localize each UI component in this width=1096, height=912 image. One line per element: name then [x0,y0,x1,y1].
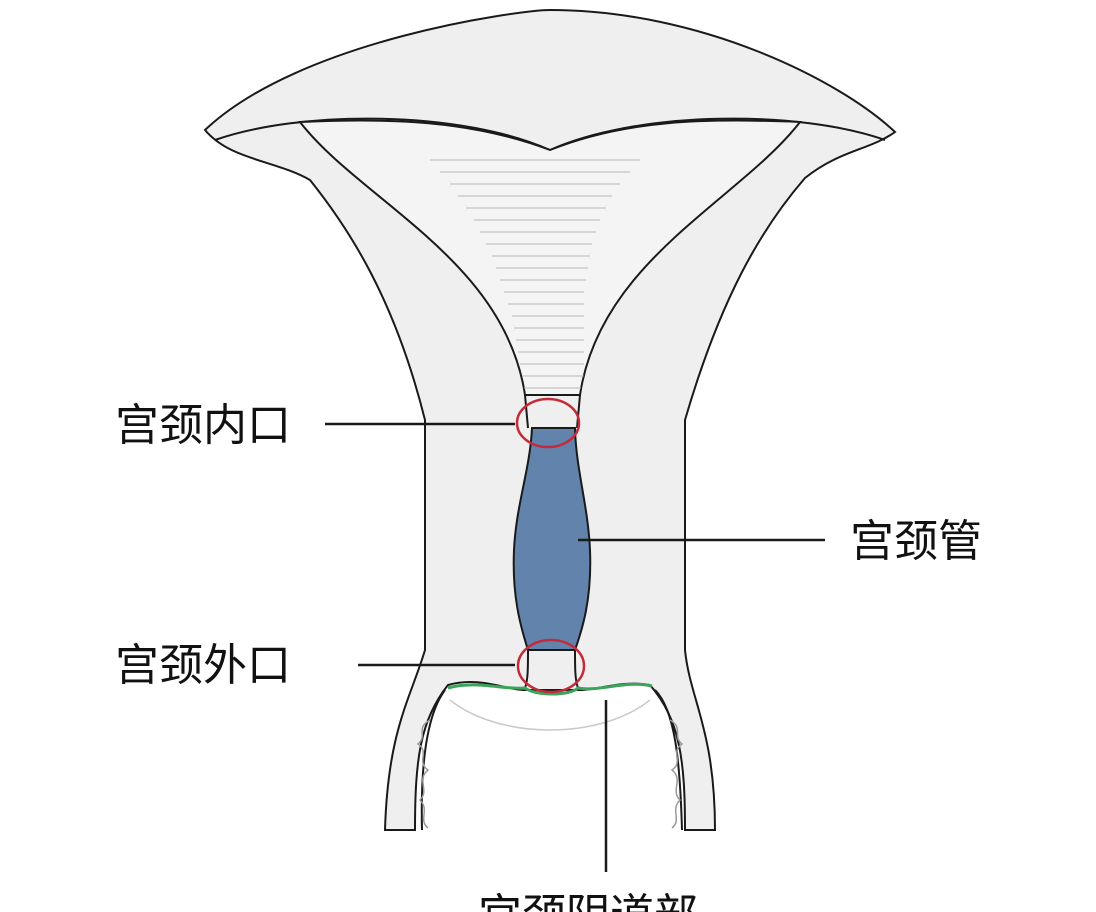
isthmus-right-wall [576,394,581,429]
internal-os-label: 宫颈内口 [115,400,291,451]
uterine-cavity [298,119,802,396]
external-os-channel [524,649,579,689]
vaginal-wall-left [420,689,446,831]
uterus-outline [203,8,897,831]
vaginal-epithelium-line [447,682,653,696]
isthmus-left-wall [524,394,529,429]
vaginal-wall-right [654,689,683,831]
vaginal-rugae [416,719,684,829]
external-os-marker-circle [516,638,586,694]
cervical-canal-label: 宫颈管 [850,516,982,567]
endometrium-hatching [430,159,640,389]
external-os-label: 宫颈外口 [115,640,291,691]
internal-os-marker-circle [515,397,581,449]
vaginal-vault-shadow [449,699,651,731]
vaginal-part-label: 宫颈阴道部 [478,890,698,912]
